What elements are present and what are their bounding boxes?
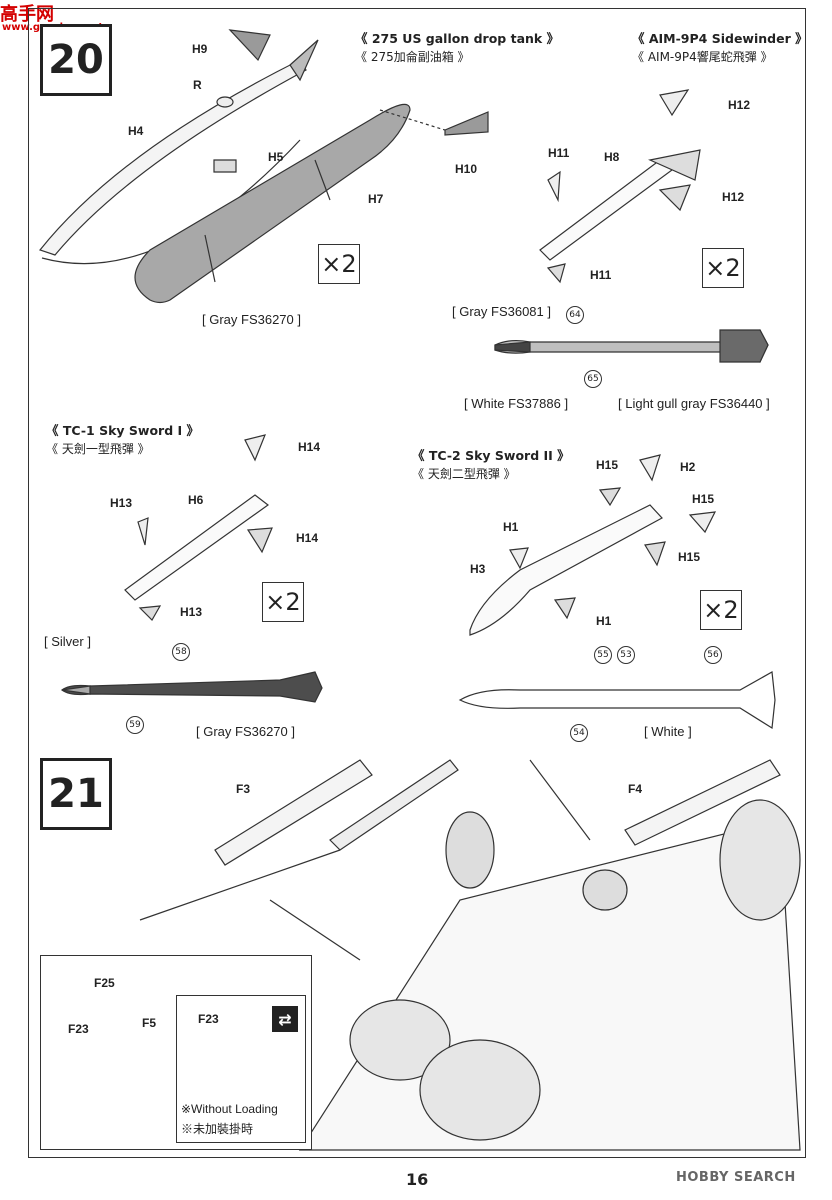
- part-label-H7: H7: [368, 192, 384, 206]
- inset-note-cn: ※未加裝掛時: [181, 1122, 254, 1136]
- quantity-box-tc2: ×2: [700, 590, 742, 630]
- part-label-F23-left: F23: [68, 1022, 89, 1036]
- part-label-H3: H3: [470, 562, 486, 576]
- decal-number-53: 53: [617, 646, 635, 664]
- part-label-H14-top: H14: [298, 440, 321, 454]
- part-label-H12-bottom: H12: [722, 190, 745, 204]
- part-label-H4: H4: [128, 124, 144, 138]
- drop-tank-title-cn: 《 275加侖副油箱 》: [355, 50, 470, 64]
- part-label-H10: H10: [455, 162, 478, 176]
- inset-note-en: ※Without Loading: [181, 1102, 278, 1116]
- quantity-box-aim9: ×2: [702, 248, 744, 288]
- color-callout-tc2-white: [ White ]: [644, 724, 692, 739]
- drop-tank-title: 《 275 US gallon drop tank 》: [355, 31, 560, 46]
- part-label-H1-top: H1: [503, 520, 519, 534]
- tc1-title-cn: 《 天劍一型飛彈 》: [46, 442, 150, 456]
- part-label-H8: H8: [604, 150, 620, 164]
- part-label-F25: F25: [94, 976, 115, 990]
- decal-number-65: 65: [584, 370, 602, 388]
- page-border: [28, 8, 806, 1158]
- color-callout-tc1-gray: [ Gray FS36270 ]: [196, 724, 295, 739]
- part-label-H11-bottom: H11: [590, 268, 612, 282]
- part-label-F5: F5: [142, 1016, 157, 1030]
- color-callout-tc1-silver: [ Silver ]: [44, 634, 91, 649]
- part-label-H1-bottom: H1: [596, 614, 612, 628]
- part-label-R: R: [193, 78, 202, 92]
- swap-icon: ⇄: [272, 1006, 298, 1032]
- part-label-H13-top: H13: [110, 496, 133, 510]
- part-label-F23-right: F23: [198, 1012, 219, 1026]
- part-label-H15-right: H15: [692, 492, 715, 506]
- aim9-title-cn: 《 AIM-9P4響尾蛇飛彈 》: [632, 50, 773, 64]
- part-label-F3: F3: [236, 782, 251, 796]
- decal-number-58: 58: [172, 643, 190, 661]
- site-logo: 高手网: [0, 4, 54, 25]
- decal-number-64: 64: [566, 306, 584, 324]
- decal-number-54: 54: [570, 724, 588, 742]
- part-label-H13-bottom: H13: [180, 605, 203, 619]
- inset-detail-box: [176, 995, 306, 1143]
- color-callout-tank: [ Gray FS36270 ]: [202, 312, 301, 327]
- quantity-box-tank: ×2: [318, 244, 360, 284]
- hobbysearch-watermark: HOBBY SEARCH: [676, 1170, 796, 1185]
- part-label-H15-top: H15: [596, 458, 619, 472]
- part-label-H12-top: H12: [728, 98, 751, 112]
- page-number: 16: [406, 1170, 429, 1189]
- color-callout-aim9-gray: [ Gray FS36081 ]: [452, 304, 551, 319]
- part-label-H5: H5: [268, 150, 284, 164]
- decal-number-59: 59: [126, 716, 144, 734]
- part-label-F4: F4: [628, 782, 643, 796]
- part-label-H11-top: H11: [548, 146, 570, 160]
- tc2-title: 《 TC-2 Sky Sword II 》: [412, 448, 570, 463]
- color-callout-aim9-white: [ White FS37886 ]: [464, 396, 569, 411]
- tc1-title: 《 TC-1 Sky Sword I 》: [46, 423, 199, 438]
- step-number-20: 20: [40, 24, 112, 96]
- part-label-H2: H2: [680, 460, 696, 474]
- tc2-title-cn: 《 天劍二型飛彈 》: [412, 467, 516, 481]
- quantity-box-tc1: ×2: [262, 582, 304, 622]
- part-label-H15-bottom: H15: [678, 550, 701, 564]
- step-number-21: 21: [40, 758, 112, 830]
- decal-number-56: 56: [704, 646, 722, 664]
- part-label-H9: H9: [192, 42, 208, 56]
- color-callout-aim9-lgg: [ Light gull gray FS36440 ]: [618, 396, 770, 411]
- aim9-title: 《 AIM-9P4 Sidewinder 》: [632, 31, 808, 46]
- part-label-H14-bottom: H14: [296, 531, 319, 545]
- part-label-H6: H6: [188, 493, 204, 507]
- decal-number-55: 55: [594, 646, 612, 664]
